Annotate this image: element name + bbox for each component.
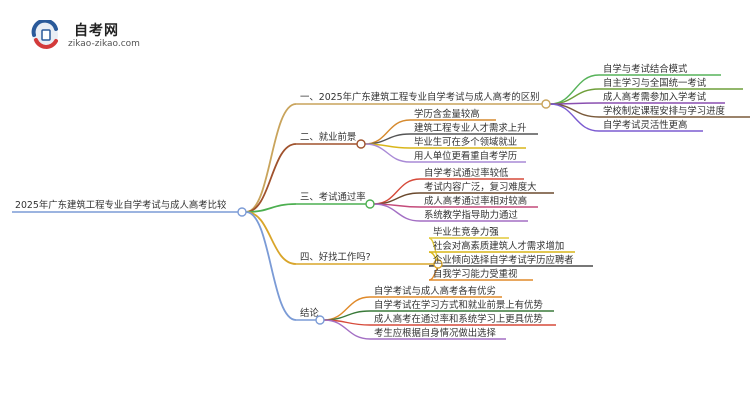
leaf-label-1-4: 学校制定课程安排与学习进度 xyxy=(603,105,725,117)
leaf-label-1-2: 自主学习与全国统一考试 xyxy=(603,77,707,89)
branch-label-4: 四、好找工作吗? xyxy=(300,251,371,263)
branch-link-1 xyxy=(245,103,297,213)
leaf-label-3-4: 系统教学指导助力通过 xyxy=(424,209,518,221)
branch-node-circle-2[interactable] xyxy=(356,139,366,149)
root-label: 2025年广东建筑工程专业自学考试与成人高考比较 xyxy=(15,199,227,211)
leaf-link-1-4 xyxy=(549,103,600,118)
leaf-link-3-2 xyxy=(373,192,421,205)
mindmap-nodes: 2025年广东建筑工程专业自学考试与成人高考比较 一、2025年广东建筑工程专业自… xyxy=(15,63,725,339)
branch-link-2 xyxy=(245,143,297,213)
branch-node-circle-3[interactable] xyxy=(365,199,375,209)
leaf-label-3-3: 成人高考通过率相对较高 xyxy=(424,195,527,207)
leaf-label-4-4: 自我学习能力受重视 xyxy=(433,268,518,280)
leaf-link-3-4 xyxy=(373,203,421,222)
branch-link-4 xyxy=(245,211,297,265)
branch-node-circle-1[interactable] xyxy=(541,99,551,109)
branch-link-5 xyxy=(245,211,297,321)
branch-label-2: 二、就业前景 xyxy=(300,131,356,143)
site-logo[interactable]: 自考网 zikao-zikao.com xyxy=(30,18,175,54)
leaf-link-1-5 xyxy=(549,103,600,132)
leaf-label-3-1: 自学考试通过率较低 xyxy=(424,167,509,179)
branch-label-3: 三、考试通过率 xyxy=(300,191,366,203)
leaf-link-3-1 xyxy=(373,178,421,205)
leaf-label-4-1: 毕业生竞争力强 xyxy=(433,226,499,238)
leaf-label-3-2: 考试内容广泛，复习难度大 xyxy=(424,181,537,193)
branch-label-5: 结论 xyxy=(300,307,319,319)
leaf-label-4-2: 社会对高素质建筑人才需求增加 xyxy=(433,240,564,252)
leaf-link-2-4 xyxy=(364,143,411,163)
leaf-label-5-3: 成人高考在通过率和系统学习上更具优势 xyxy=(374,313,543,325)
leaf-label-2-3: 毕业生可在多个领域就业 xyxy=(414,136,517,148)
leaf-link-5-4 xyxy=(323,319,371,340)
leaf-link-1-2 xyxy=(549,88,600,105)
logo-title: 自考网 xyxy=(74,23,119,39)
branch-link-3 xyxy=(245,203,297,213)
leaf-link-5-1 xyxy=(323,296,371,321)
logo-subtitle: zikao-zikao.com xyxy=(68,39,140,49)
leaf-label-1-5: 自学考试灵活性更高 xyxy=(603,119,687,131)
leaf-label-2-1: 学历含金量较高 xyxy=(414,108,480,120)
root-node-circle[interactable] xyxy=(237,207,247,217)
leaf-link-2-1 xyxy=(364,119,411,145)
leaf-label-1-3: 成人高考需参加入学考试 xyxy=(603,91,707,103)
leaf-label-2-4: 用人单位更看重自考学历 xyxy=(414,150,517,162)
leaf-label-5-1: 自学考试与成人高考各有优劣 xyxy=(374,285,496,297)
branch-node-circle-5[interactable] xyxy=(315,315,325,325)
branch-label-1: 一、2025年广东建筑工程专业自学考试与成人高考的区别 xyxy=(300,91,540,103)
branch-node-circle-4[interactable] xyxy=(433,259,443,269)
leaf-label-1-1: 自学与考试结合模式 xyxy=(603,63,688,75)
leaf-label-5-2: 自学考试在学习方式和就业前景上有优势 xyxy=(374,299,543,311)
leaf-label-5-4: 考生应根据自身情况做出选择 xyxy=(374,327,497,339)
mindmap-links xyxy=(12,74,750,340)
leaf-label-2-2: 建筑工程专业人才需求上升 xyxy=(414,122,527,134)
logo-mark-icon xyxy=(31,20,58,49)
leaf-label-4-3: 企业倾向选择自学考试学历应聘者 xyxy=(433,254,574,266)
